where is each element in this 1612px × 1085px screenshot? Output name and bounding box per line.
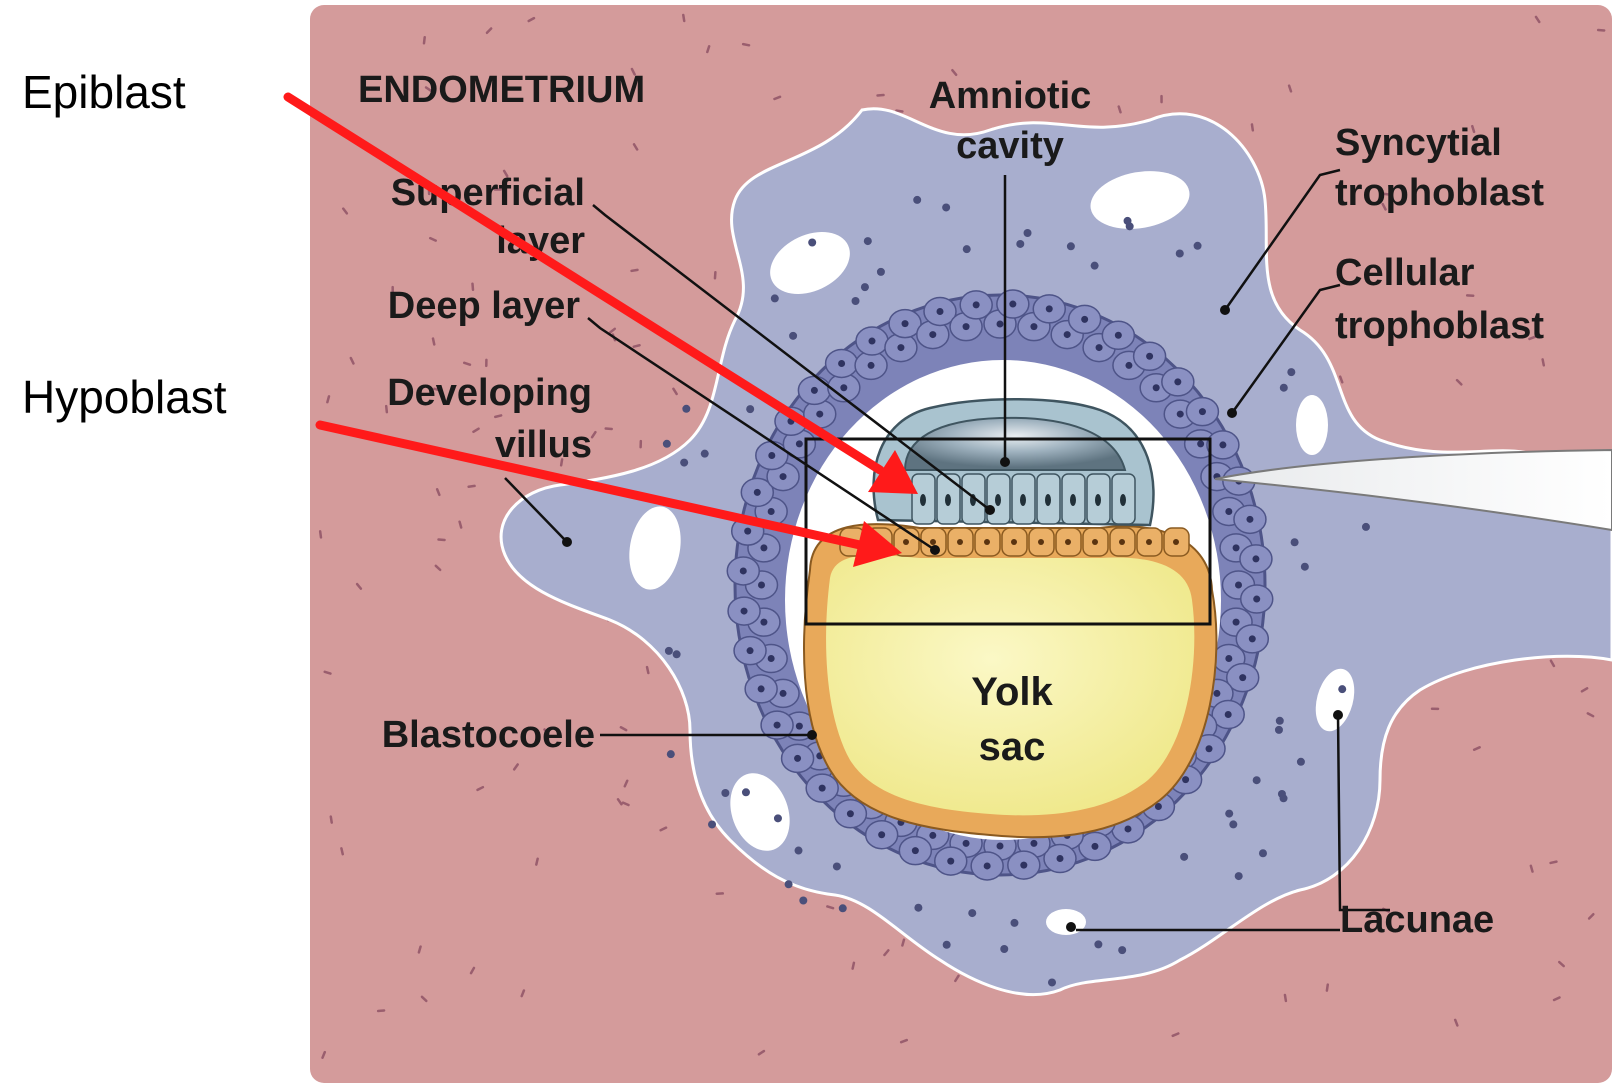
label-cellular-trophoblast-line1: Cellular bbox=[1335, 252, 1475, 294]
label-syncytial-trophoblast-line1: Syncytial bbox=[1335, 122, 1502, 164]
label-epiblast: Epiblast bbox=[22, 66, 186, 118]
label-hypoblast: Hypoblast bbox=[22, 371, 227, 423]
label-deep-layer: Deep layer bbox=[388, 285, 580, 327]
label-syncytial-trophoblast-line2: trophoblast bbox=[1335, 172, 1544, 214]
label-amniotic-cavity-line1: Amniotic bbox=[929, 75, 1092, 117]
label-developing-villus-line2: villus bbox=[495, 424, 592, 466]
label-blastocoele: Blastocoele bbox=[382, 714, 595, 756]
label-amniotic-cavity-line2: cavity bbox=[956, 125, 1064, 167]
label-cellular-trophoblast-line2: trophoblast bbox=[1335, 305, 1544, 347]
label-developing-villus-line1: Developing bbox=[387, 372, 592, 414]
label-lacunae: Lacunae bbox=[1340, 899, 1494, 941]
label-endometrium: ENDOMETRIUM bbox=[358, 69, 645, 111]
label-yolk-sac-line1: Yolk bbox=[971, 670, 1053, 714]
epiblast-cells bbox=[912, 474, 1135, 524]
label-yolk-sac-line2: sac bbox=[979, 725, 1046, 769]
